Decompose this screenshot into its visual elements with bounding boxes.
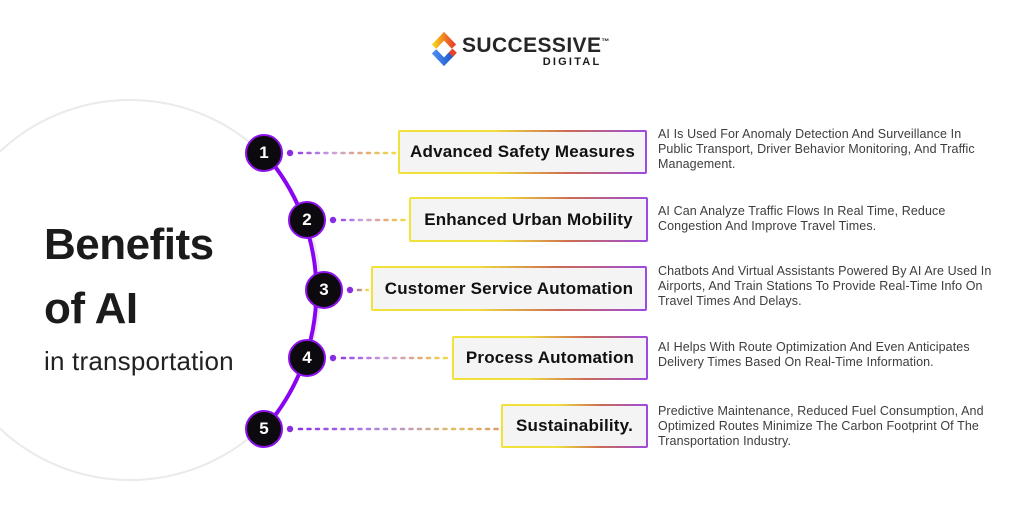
step-number-badge-2: 2	[288, 201, 326, 239]
step-title-3: Customer Service Automation	[384, 278, 634, 298]
step-number-badge-1: 1	[245, 134, 283, 172]
page-title: Benefits of AI in transportation	[44, 213, 234, 381]
title-line-2: of AI	[44, 284, 138, 333]
step-number-badge-3: 3	[305, 271, 343, 309]
step-description-3: Chatbots And Virtual Assistants Powered …	[658, 264, 992, 308]
step-description-4: AI Helps With Route Optimization And Eve…	[658, 340, 970, 369]
step-title-box-5: Sustainability.	[501, 404, 648, 448]
step-number-2: 2	[302, 210, 312, 229]
step-title-box-3: Customer Service Automation	[371, 266, 647, 311]
step-description-2: AI Can Analyze Traffic Flows In Real Tim…	[658, 204, 946, 233]
step-number-1: 1	[259, 143, 269, 162]
step-number-4: 4	[302, 348, 312, 367]
step-title-box-1: Advanced Safety Measures	[398, 130, 647, 174]
step-title-4: Process Automation	[465, 348, 635, 367]
step-title-box-4: Process Automation	[452, 336, 648, 380]
dotted-connectors	[286, 149, 500, 433]
brand-logo-text: SUCCESSIVE™ DIGITAL	[462, 31, 609, 69]
title-line-1: Benefits	[44, 220, 214, 269]
brand-subtitle: DIGITAL	[542, 56, 602, 68]
step-title-box-2: Enhanced Urban Mobility	[409, 197, 648, 242]
step-description-1: AI Is Used For Anomaly Detection And Sur…	[658, 127, 975, 171]
trademark-symbol: ™	[601, 37, 610, 46]
brand-logo: SUCCESSIVE™ DIGITAL	[430, 31, 609, 68]
step-number-5: 5	[259, 419, 269, 438]
step-number-badge-4: 4	[288, 339, 326, 377]
step-number-badge-5: 5	[245, 410, 283, 448]
step-number-3: 3	[319, 280, 329, 299]
title-line-3: in transportation	[44, 346, 234, 376]
step-description-5: Predictive Maintenance, Reduced Fuel Con…	[658, 404, 984, 448]
step-title-2: Enhanced Urban Mobility	[424, 209, 633, 229]
step-title-5: Sustainability.	[516, 416, 633, 435]
brand-logo-icon	[431, 31, 457, 67]
step-title-1: Advanced Safety Measures	[410, 142, 635, 161]
brand-name-text: SUCCESSIVE	[462, 34, 602, 57]
brand-name: SUCCESSIVE™	[462, 31, 609, 57]
